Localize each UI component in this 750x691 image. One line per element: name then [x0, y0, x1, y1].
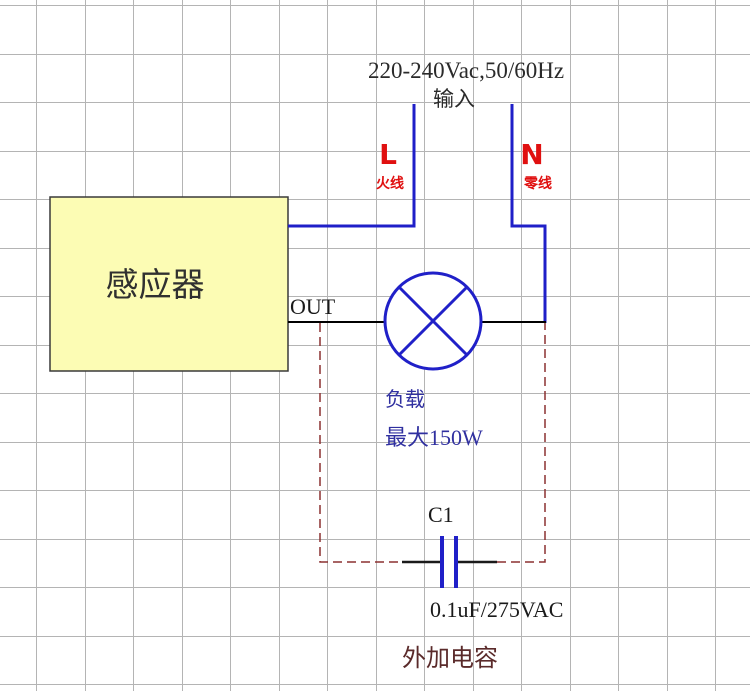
neutral-letter: N [520, 138, 543, 171]
sensor-box [49, 196, 289, 372]
load-rating: 最大150W [385, 425, 483, 450]
capacitor-note: 外加电容 [402, 644, 498, 672]
capacitor-link-dashed [319, 323, 402, 563]
capacitor-value: 0.1uF/275VAC [430, 597, 563, 622]
live-letter: L [379, 138, 397, 171]
supply-input-label: 输入 [433, 87, 475, 111]
capacitor-link-dashed-right [497, 323, 546, 563]
neutral-wire [510, 104, 547, 323]
sensor-label: 感应器 [106, 265, 205, 304]
capacitor-icon [402, 536, 497, 588]
live-label: 火线 [376, 175, 404, 192]
live-wire [288, 104, 416, 228]
supply-voltage: 220-240Vac,50/60Hz [368, 58, 564, 83]
capacitor-designator: C1 [428, 502, 454, 527]
lamp-icon [383, 271, 483, 371]
output-label: OUT [290, 294, 336, 319]
load-label: 负载 [385, 387, 425, 411]
neutral-label: 零线 [523, 175, 552, 192]
